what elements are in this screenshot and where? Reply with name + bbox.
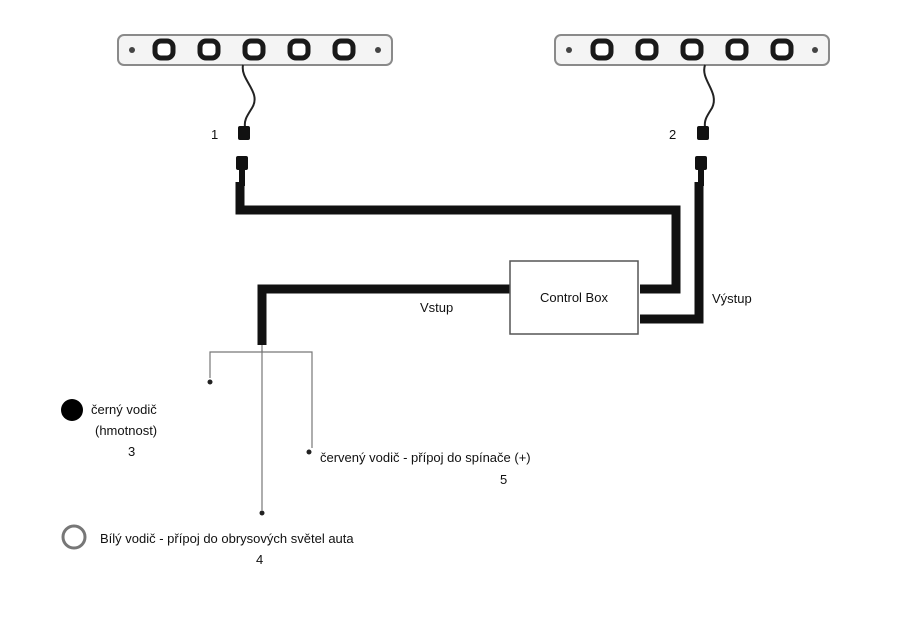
output-label: Výstup (712, 291, 752, 306)
wire-end-red (306, 449, 312, 455)
white-wire-dot (61, 524, 87, 550)
black-wire-number: 3 (128, 444, 136, 459)
connector-plug-2a (697, 126, 709, 140)
black-wire-sublabel: (hmotnost) (95, 423, 158, 438)
wire-end-white (259, 510, 265, 516)
control-box-label: Control Box (540, 290, 608, 305)
connector-number-2: 2 (669, 127, 677, 142)
input-label: Vstup (420, 300, 454, 315)
connector-plug-1b (236, 156, 248, 170)
connector-plug-2b (695, 156, 707, 170)
control-box (509, 260, 639, 335)
led-strip-2 (554, 34, 830, 186)
connector-number-1: 1 (211, 127, 219, 142)
black-wire-dot (61, 399, 83, 421)
red-wire-label: červený vodič - přípoj do spínače (+) (320, 450, 531, 465)
led-strip-1 (117, 34, 393, 186)
black-wire-label: černý vodič (91, 402, 157, 417)
cables (235, 182, 704, 345)
red-wire-number: 5 (500, 472, 508, 487)
connector-plug-1a (238, 126, 250, 140)
white-wire-label: Bílý vodič - přípoj do obrysových světel… (100, 531, 354, 546)
wire-end-black (207, 379, 213, 385)
thin-wires (209, 345, 313, 510)
white-wire-number: 4 (256, 552, 264, 567)
